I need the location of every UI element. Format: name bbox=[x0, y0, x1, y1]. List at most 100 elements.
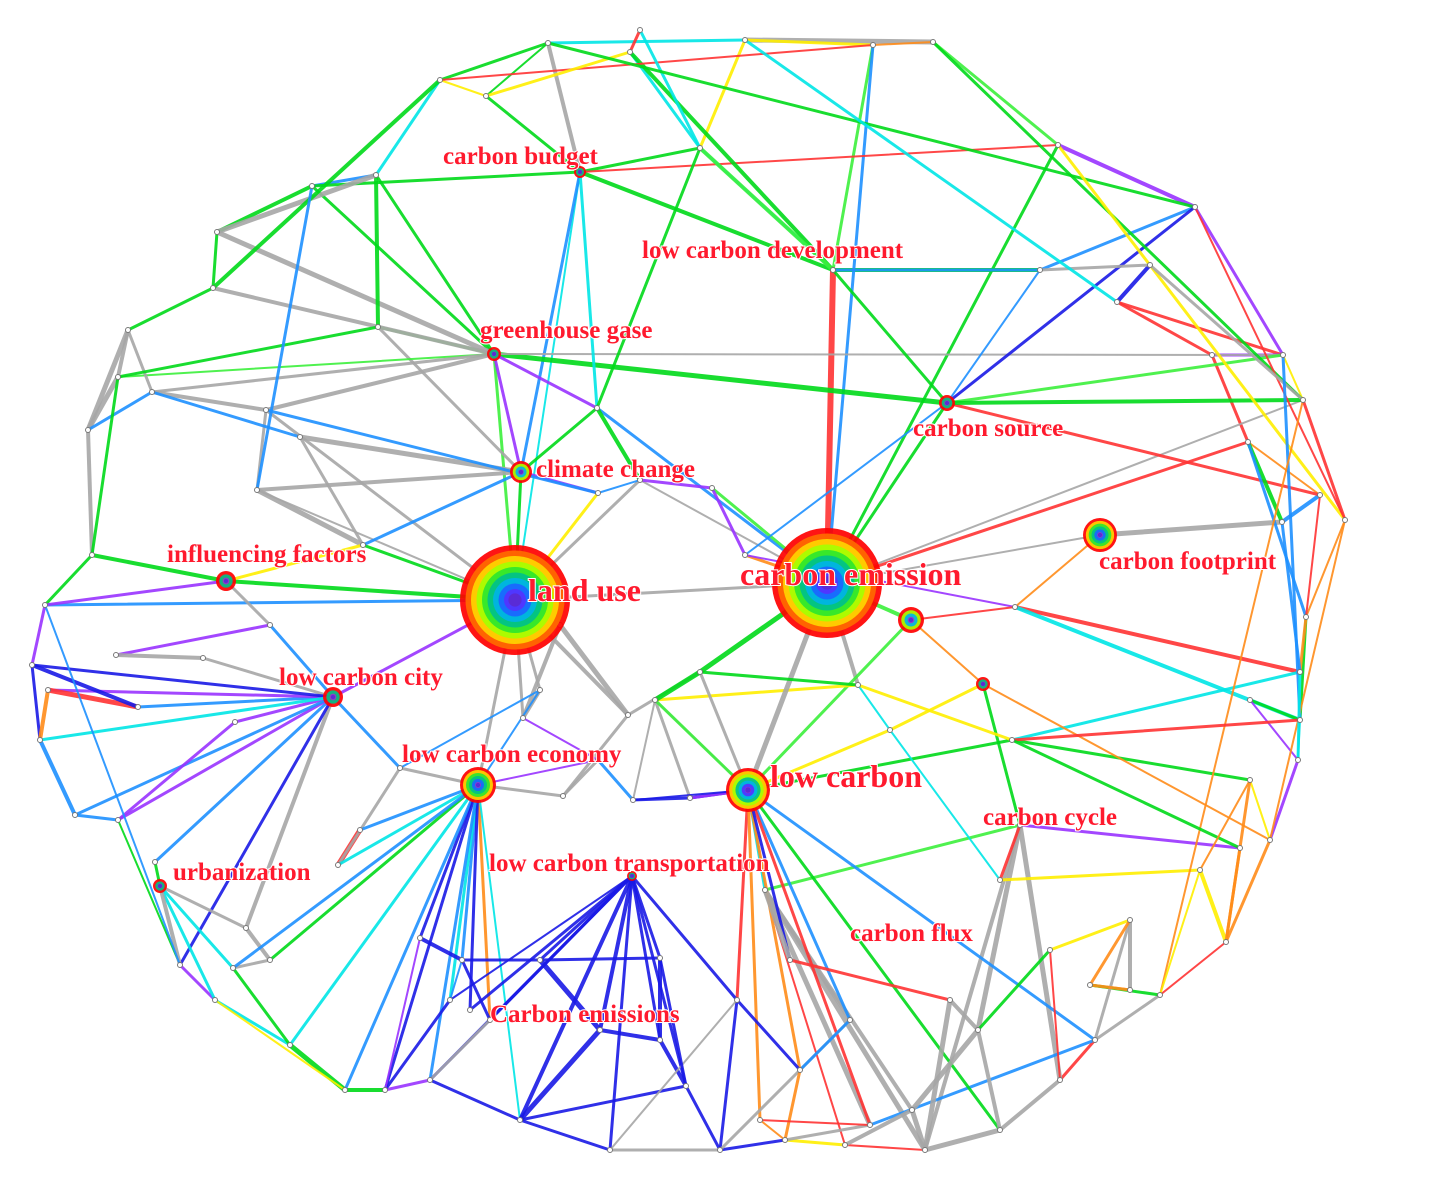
node-low-carbon-city bbox=[323, 687, 343, 707]
edge-a41-a43 bbox=[126, 286, 215, 332]
edge-a98-a124 bbox=[1199, 779, 1251, 871]
minor-node-a19 bbox=[1057, 1077, 1063, 1083]
edge-a112-a113 bbox=[231, 958, 272, 970]
edge-lc-a64 bbox=[746, 728, 892, 792]
edge-lcc-a81 bbox=[233, 695, 335, 724]
minor-node-a89 bbox=[683, 1083, 689, 1089]
edge-cs-a52 bbox=[831, 268, 949, 405]
edge-a64-a65 bbox=[857, 684, 891, 731]
minor-node-a94 bbox=[975, 1027, 981, 1033]
edge-lc-a120 bbox=[746, 788, 762, 1122]
minor-node-a36 bbox=[42, 602, 48, 608]
edge-a30-a113 bbox=[231, 966, 292, 1047]
edge-cb-a5 bbox=[579, 144, 1059, 173]
minor-node-a92 bbox=[867, 1122, 873, 1128]
edge-a60-a98 bbox=[1010, 738, 1252, 782]
edge-lcc-a82 bbox=[153, 695, 335, 864]
minor-node-a53 bbox=[1037, 267, 1043, 273]
edge-a21-a121 bbox=[922, 997, 953, 1153]
minor-node-a96 bbox=[1127, 987, 1133, 993]
minor-node-a23 bbox=[782, 1137, 788, 1143]
minor-node-a65 bbox=[855, 682, 861, 688]
minor-node-a52 bbox=[830, 267, 836, 273]
minor-node-a71 bbox=[375, 324, 381, 330]
edge-lcc-a83 bbox=[244, 695, 335, 930]
minor-node-a18 bbox=[1092, 1037, 1098, 1043]
minor-node-a57 bbox=[1279, 519, 1285, 525]
edge-a6-a11 bbox=[1194, 206, 1346, 521]
node-core bbox=[158, 884, 162, 888]
minor-node-a22 bbox=[842, 1142, 848, 1148]
edge-ltr-a26 bbox=[518, 874, 634, 1122]
edge-a57-cf bbox=[1097, 519, 1285, 538]
minor-node-a114 bbox=[447, 997, 453, 1003]
minor-node-a13 bbox=[1297, 717, 1303, 723]
edge-a42-a39 bbox=[86, 390, 154, 432]
minor-node-a120 bbox=[757, 1117, 763, 1123]
edge-lcc-a32 bbox=[178, 695, 335, 967]
node-unlabeled-hub-a bbox=[898, 607, 924, 633]
edge-a20-a21 bbox=[922, 1127, 1003, 1153]
edge-lcc-a34 bbox=[73, 695, 335, 817]
edge-urb-a32 bbox=[158, 884, 182, 967]
node-climate-change bbox=[510, 461, 532, 483]
edge-a38-a40 bbox=[90, 375, 120, 557]
edge-a119-a63 bbox=[762, 887, 793, 963]
edge-inf-a75 bbox=[224, 579, 272, 627]
edge-a123-a61 bbox=[998, 823, 1022, 882]
edge-n983-a15 bbox=[982, 683, 1271, 841]
minor-node-a109 bbox=[397, 765, 403, 771]
minor-node-a82 bbox=[152, 859, 158, 865]
edge-a125-a14 bbox=[1249, 699, 1299, 761]
minor-node-a69 bbox=[595, 490, 601, 496]
edge-a111-a109 bbox=[336, 766, 402, 867]
minor-node-a43 bbox=[210, 285, 216, 291]
edge-lc-a60 bbox=[746, 738, 1014, 792]
edge-a4-a5 bbox=[931, 40, 1060, 147]
edge-lce-a115 bbox=[468, 783, 480, 1012]
edge-lce-a112 bbox=[268, 783, 480, 962]
edge-a102-a66 bbox=[652, 669, 703, 703]
minor-node-a75 bbox=[267, 622, 273, 628]
edge-a34-a35 bbox=[38, 738, 77, 817]
edge-lu-cb bbox=[514, 171, 581, 601]
edge-a123-a124 bbox=[998, 868, 1202, 882]
edge-gg-a42 bbox=[150, 352, 496, 394]
edge-inf-a36 bbox=[43, 579, 228, 607]
minor-node-a88 bbox=[657, 955, 663, 961]
minor-node-a123 bbox=[997, 877, 1003, 883]
edge-lc-a20 bbox=[746, 788, 1002, 1132]
edge-gg-a45 bbox=[310, 184, 496, 356]
edge-a93-a94 bbox=[909, 1027, 981, 1113]
edge-a66-a105 bbox=[653, 698, 692, 800]
edge-a38-a39 bbox=[86, 428, 94, 557]
edge-a85-a86 bbox=[460, 958, 492, 1022]
minor-node-a2 bbox=[742, 37, 748, 43]
edge-a21-a22 bbox=[844, 1144, 926, 1151]
edge-gg-a72 bbox=[264, 352, 496, 412]
network-edges bbox=[30, 28, 1347, 1153]
node-core bbox=[492, 352, 496, 356]
edge-a23-a92 bbox=[783, 1123, 872, 1142]
edge-a10-a11 bbox=[1301, 398, 1347, 522]
edge-a47-a48 bbox=[439, 79, 487, 97]
minor-node-a35 bbox=[37, 737, 43, 743]
node-influencing-factors bbox=[216, 571, 236, 591]
minor-node-a85 bbox=[459, 957, 465, 963]
edge-cc-cb bbox=[519, 170, 582, 474]
edge-a42-a72 bbox=[150, 390, 268, 412]
edge-a121-a94 bbox=[948, 998, 980, 1032]
edge-a118-a91 bbox=[798, 1018, 852, 1072]
minor-node-a42 bbox=[149, 389, 155, 395]
edge-cc-a74 bbox=[361, 470, 523, 547]
edge-a99-a100 bbox=[638, 478, 714, 490]
edge-a79-a80 bbox=[45, 687, 141, 710]
edge-a23-a24 bbox=[718, 1138, 787, 1152]
edge-a124-a16 bbox=[1198, 868, 1228, 944]
label-greenhouse-gase: greenhouse gase bbox=[480, 317, 652, 344]
edge-a31-a32 bbox=[178, 963, 217, 1002]
minor-node-a63 bbox=[762, 887, 768, 893]
minor-node-a3 bbox=[870, 42, 876, 48]
node-carbon-source bbox=[939, 395, 955, 411]
edge-ltr-a25 bbox=[608, 874, 634, 1152]
